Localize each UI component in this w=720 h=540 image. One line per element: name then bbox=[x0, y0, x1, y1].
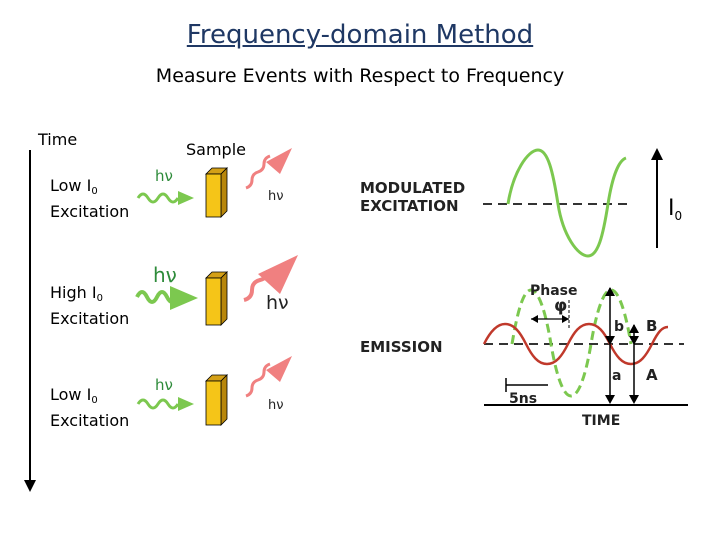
row-3-emission-arrow bbox=[246, 356, 292, 396]
row-3-excitation-arrow bbox=[138, 397, 194, 411]
phase-arrowhead-right bbox=[562, 315, 569, 323]
row-1-emission-arrow bbox=[246, 148, 292, 188]
b-label: b bbox=[614, 319, 624, 335]
emission-label: EMISSION bbox=[360, 338, 443, 356]
scale-label: 5ns bbox=[509, 391, 537, 407]
modulated-label-line2: EXCITATION bbox=[360, 197, 459, 215]
a-arrowhead-bottom bbox=[605, 395, 615, 404]
row-2-emission-arrow bbox=[244, 255, 298, 300]
phase-arrowhead-left bbox=[531, 315, 538, 323]
B-arrowhead-top bbox=[629, 324, 639, 333]
A-label: A bbox=[646, 366, 658, 384]
row-2-excitation-arrow bbox=[137, 286, 198, 310]
B-label: B bbox=[646, 317, 657, 335]
phi-symbol: φ bbox=[554, 296, 567, 316]
intensity-arrowhead bbox=[651, 148, 663, 160]
time-axis-caption: TIME bbox=[582, 413, 620, 429]
row-1-sample-block bbox=[206, 168, 227, 217]
a-label: a bbox=[612, 368, 621, 384]
modulated-label-line1: MODULATED bbox=[360, 179, 465, 197]
row-1-excitation-arrow bbox=[138, 191, 194, 205]
time-axis-arrowhead bbox=[24, 480, 36, 492]
row-2-sample-block bbox=[206, 272, 227, 325]
row-3-sample-block bbox=[206, 375, 227, 425]
A-arrowhead-bottom bbox=[629, 395, 639, 404]
